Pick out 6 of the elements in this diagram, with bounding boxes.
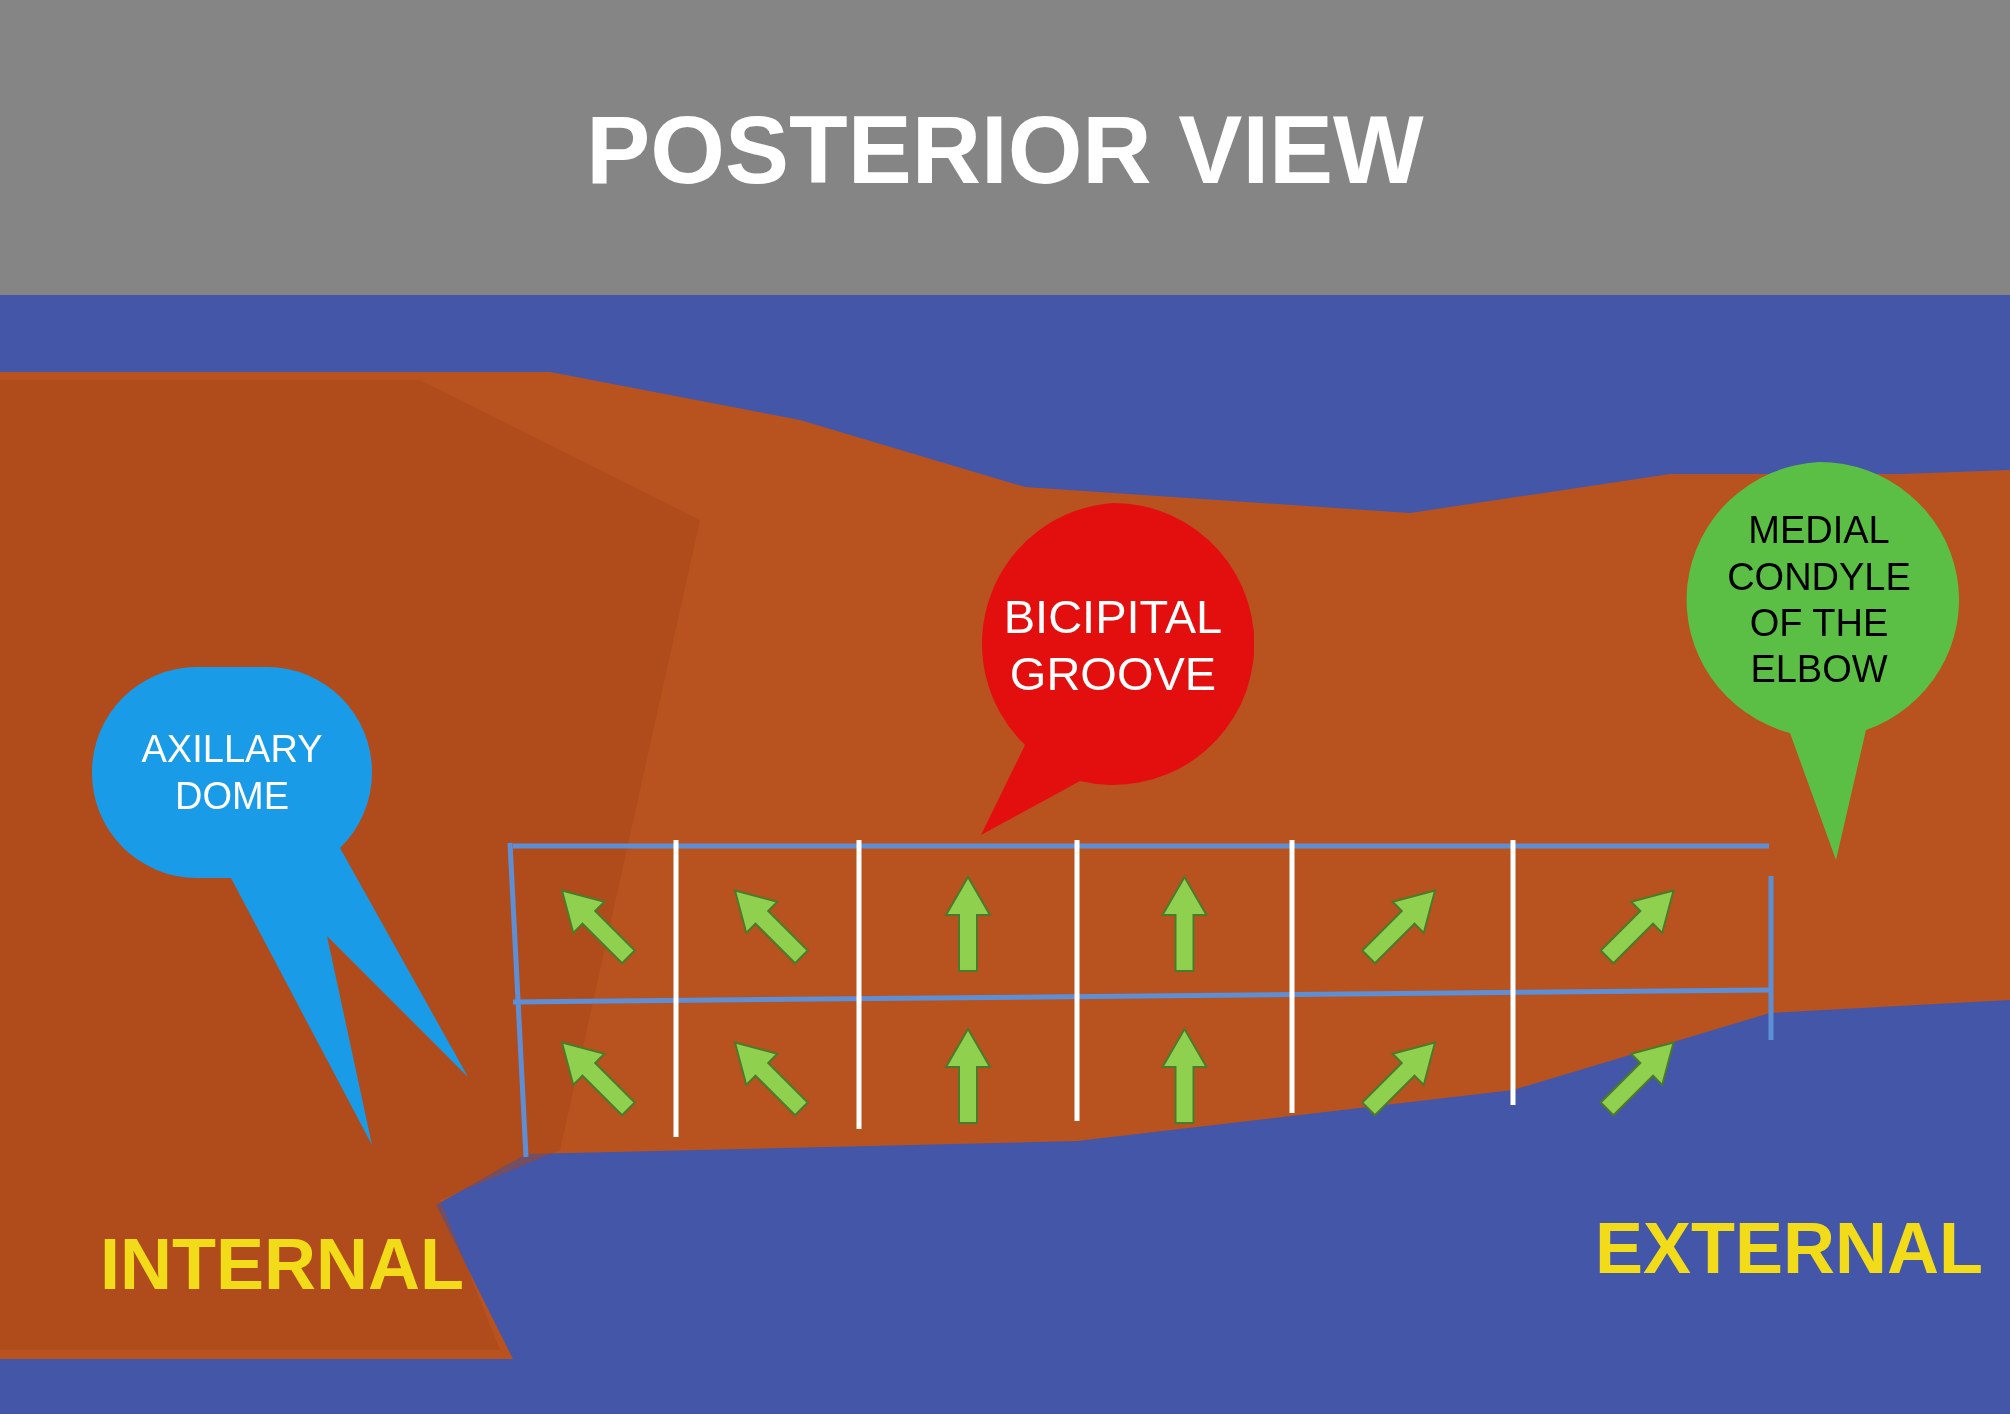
side-label: EXTERNAL bbox=[1595, 1207, 1984, 1290]
callout-text: BICIPITAL GROOVE bbox=[1002, 588, 1224, 702]
side-label: INTERNAL bbox=[100, 1223, 464, 1306]
title: POSTERIOR VIEW bbox=[586, 95, 1424, 205]
callout-text: MEDIAL CONDYLE OF THE ELBOW bbox=[1726, 508, 1912, 693]
callout-text: AXILLARY DOME bbox=[140, 727, 324, 819]
